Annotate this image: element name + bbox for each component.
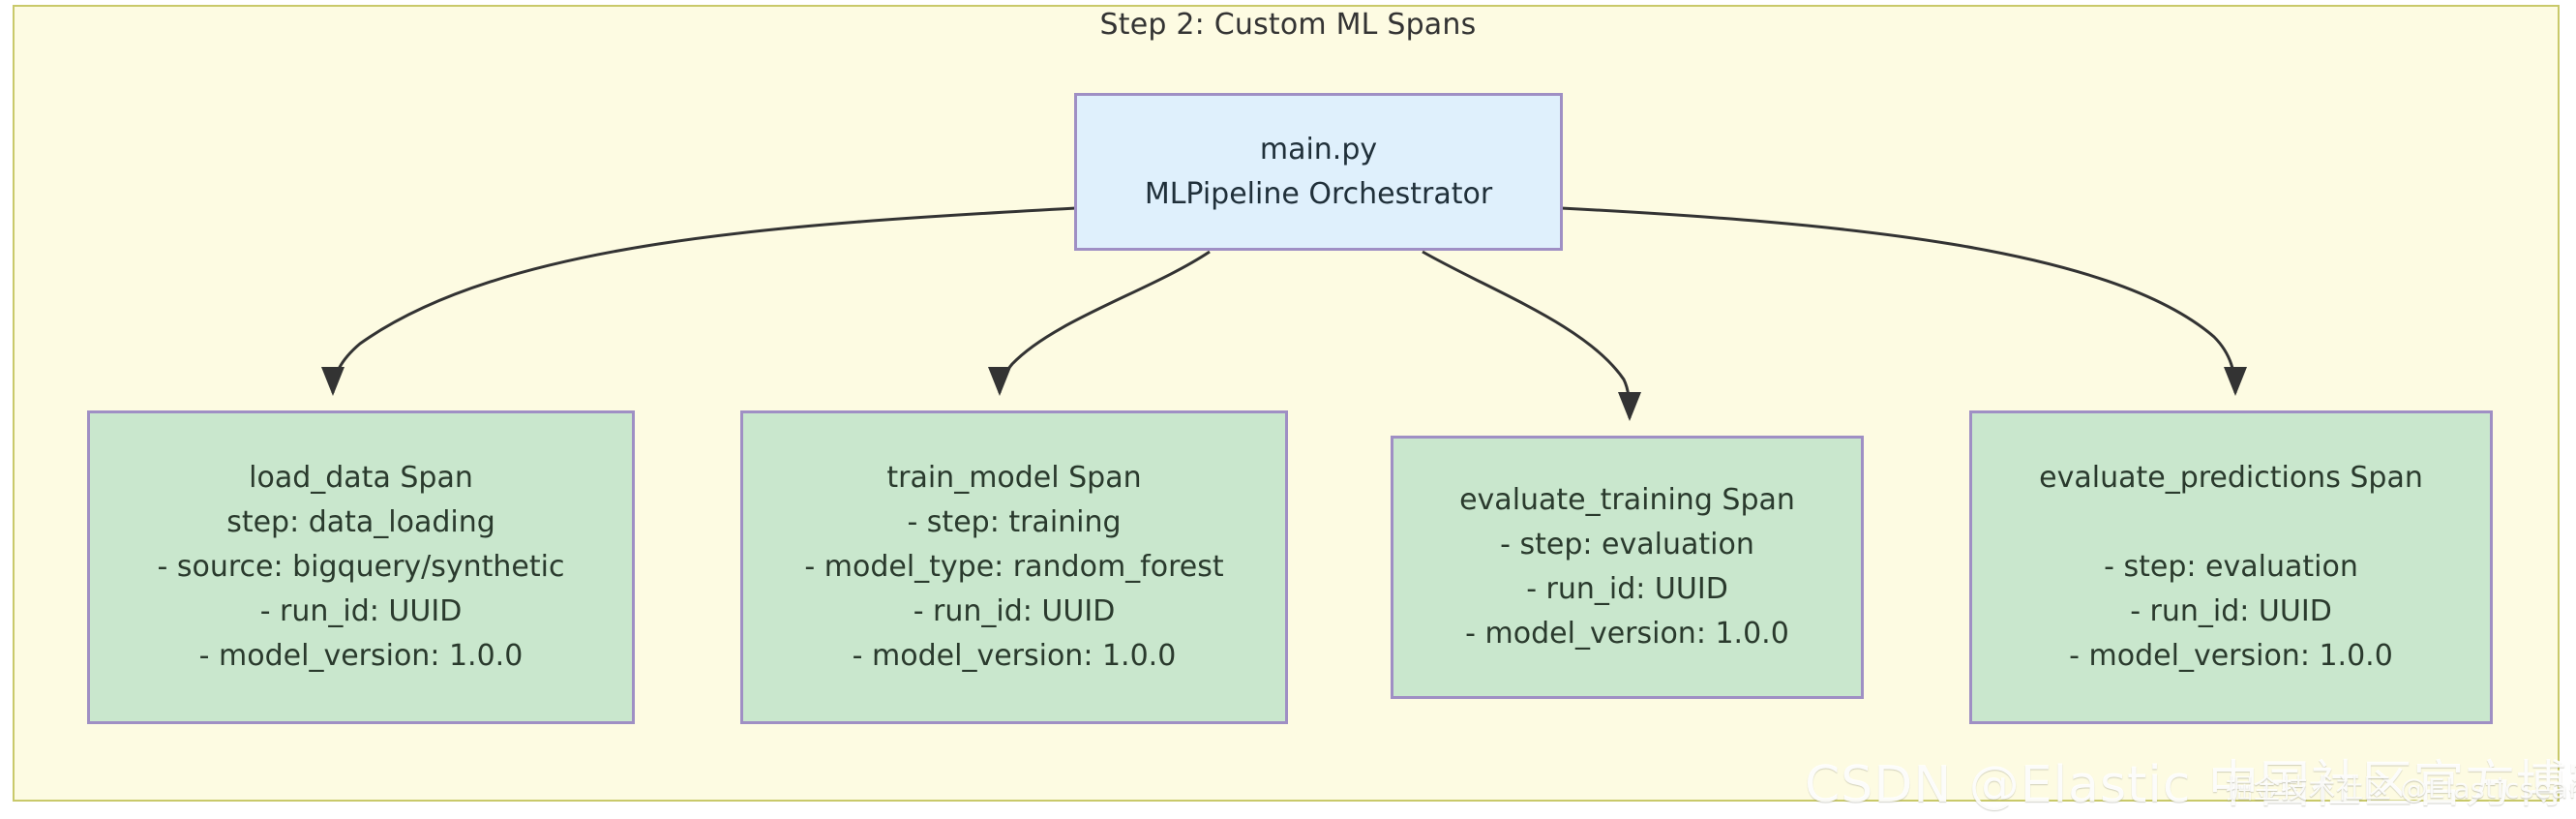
node-line: - run_id: UUID — [913, 594, 1116, 628]
node-line: - step: evaluation — [1500, 528, 1754, 561]
node-line: - run_id: UUID — [1526, 572, 1728, 606]
node-line: MLPipeline Orchestrator — [1144, 176, 1493, 211]
node-line: step: data_loading — [226, 505, 495, 539]
node-line: - source: bigquery/synthetic — [157, 550, 565, 584]
node-line: - model_version: 1.0.0 — [198, 639, 524, 673]
node-line: train_model Span — [886, 461, 1142, 495]
node-line: - model_version: 1.0.0 — [1465, 617, 1789, 651]
diagram-title: Step 2: Custom ML Spans — [1099, 8, 1477, 42]
node-evaluate-predictions-span[interactable]: evaluate_predictions Span - step: evalua… — [1969, 410, 2493, 724]
node-line: main.py — [1259, 132, 1378, 167]
node-load-data-span[interactable]: load_data Span step: data_loading - sour… — [87, 410, 635, 724]
node-line: evaluate_predictions Span — [2039, 461, 2423, 495]
node-line: load_data Span — [249, 461, 473, 495]
node-line: - model_type: random_forest — [804, 550, 1224, 584]
node-line: - run_id: UUID — [2130, 594, 2332, 628]
node-main-py-orchestrator[interactable]: main.py MLPipeline Orchestrator — [1074, 93, 1563, 251]
node-line: - model_version: 1.0.0 — [852, 639, 1177, 673]
node-line: - run_id: UUID — [259, 594, 463, 628]
node-evaluate-training-span[interactable]: evaluate_training Span - step: evaluatio… — [1391, 436, 1864, 699]
node-line: - step: training — [907, 505, 1122, 539]
node-line: - step: evaluation — [2104, 550, 2358, 584]
node-line: - model_version: 1.0.0 — [2069, 639, 2393, 673]
node-train-model-span[interactable]: train_model Span - step: training - mode… — [740, 410, 1288, 724]
node-line: evaluate_training Span — [1459, 483, 1795, 517]
